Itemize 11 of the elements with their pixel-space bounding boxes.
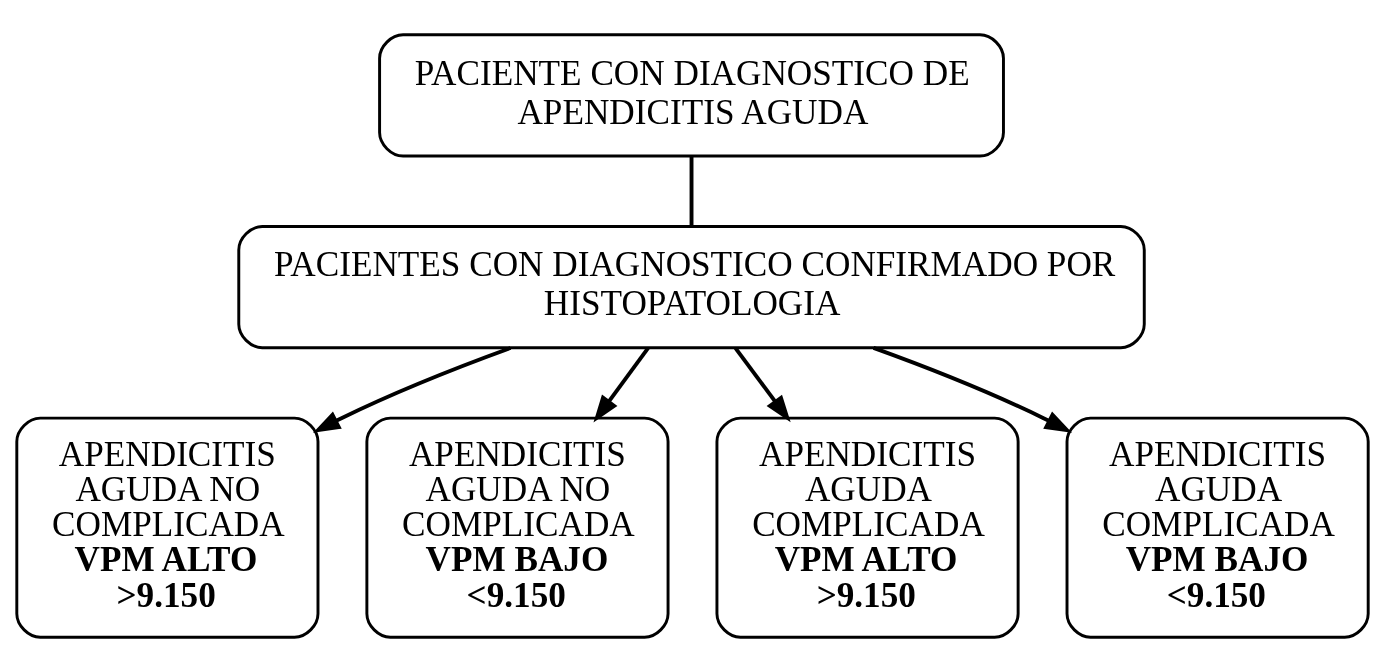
node-box: APENDICITIS AGUDA COMPLICADA VPM ALTO >9.150 <box>715 416 1020 639</box>
arrow <box>733 346 791 422</box>
node-box: PACIENTE CON DIAGNOSTICO DE APENDICITIS AGUDA <box>378 32 1005 158</box>
arrow <box>593 346 650 422</box>
arrow <box>872 345 1072 433</box>
node-box: PACIENTES CON DIAGNOSTICO CONFIRMADO POR HISTOPATOLOGIA <box>237 224 1146 349</box>
node-box: APENDICITIS AGUDA NO COMPLICADA VPM ALTO >9.150 <box>15 416 320 639</box>
connector <box>689 155 694 226</box>
node-box: APENDICITIS AGUDA NO COMPLICADA VPM BAJO <9.150 <box>365 416 670 639</box>
node-box: APENDICITIS AGUDA COMPLICADA VPM BAJO <9.150 <box>1065 416 1370 639</box>
arrow <box>313 345 512 433</box>
